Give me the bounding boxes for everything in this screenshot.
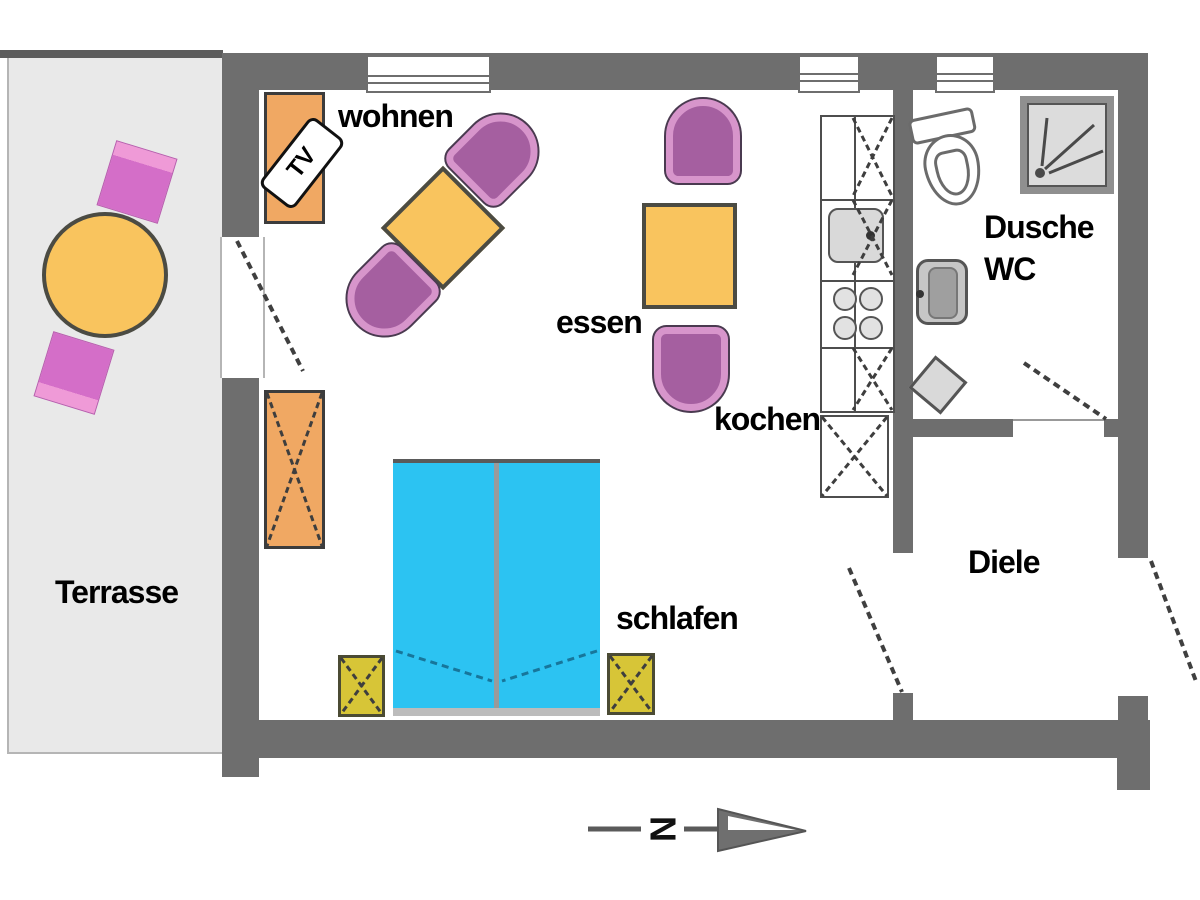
shower [1020,96,1114,194]
counter-line [822,199,893,201]
room-label-kochen: kochen [714,401,821,437]
wall-bottom-right-step [1117,758,1150,790]
room-label-diele: Diele [968,544,1040,580]
kitchen-counter [820,115,895,413]
washbasin [916,259,968,325]
north-arrow-head [717,807,807,853]
bed-right-half [499,463,600,716]
entrance-door-swing [1149,560,1199,685]
bed-divider [494,463,499,716]
wall-left-lower [222,378,259,720]
wall-bottom [222,720,1150,758]
window-glass-line [368,75,489,77]
north-arrow: N [588,807,807,853]
window-glass-line [937,80,993,82]
bathroom-door-opening [1013,419,1104,439]
wardrobe [264,390,325,549]
wall-interior-vertical [893,90,913,553]
nightstand [607,653,655,715]
bed-foot-frame [393,708,600,716]
stove-burner [859,287,883,311]
wall-bath-bottom-jamb [1104,419,1118,437]
window-glass-line [800,73,858,75]
wall-right-lower [1118,696,1148,720]
entrance-door-opening [1118,558,1148,696]
room-label-wc: WC [984,251,1036,287]
wall-left-stub [222,758,259,777]
dining-chair [666,99,740,183]
dining-table [642,203,737,309]
stove-burner [833,287,857,311]
stove-burner [859,316,883,340]
terrace-table [42,212,168,338]
wall-top [222,53,1148,90]
window-kitchen [798,55,860,93]
counter-line [854,117,856,411]
window-bath [935,55,995,93]
north-label: N [643,816,684,842]
room-label-dusche: Dusche [984,209,1095,245]
room-label-schlafen: schlafen [616,600,739,636]
bed-left-half [393,463,494,716]
wall-left-upper [222,90,259,237]
room-label-wohnen: wohnen [338,98,454,134]
tv-label: TV [281,142,322,184]
stove-burner [833,316,857,340]
hall-door-opening [893,553,913,693]
room-label-terrasse: Terrasse [55,574,179,610]
window-glass-line [937,73,993,75]
toilet [905,106,996,219]
window-glass-line [800,80,858,82]
terrace-top-edge [0,50,223,58]
nightstand [338,655,385,717]
sink-drain [866,231,875,240]
dining-chair [654,327,728,411]
wall-right-upper [1118,90,1148,558]
kitchen-cabinet [820,415,889,498]
room-label-essen: essen [556,304,643,340]
shower-pan [1027,103,1107,187]
bath-stool [908,355,968,415]
wall-interior-vertical-stub [893,693,913,720]
counter-line [822,280,893,282]
kitchen-sink [828,208,884,263]
window-living [366,55,491,93]
wall-bath-bottom [893,419,1013,437]
window-glass-line [368,82,489,84]
washbasin-tap [916,290,924,298]
washbasin-bowl [928,267,958,319]
terrace-door-opening [220,237,265,378]
bathroom-door-swing [1022,361,1108,421]
counter-line [822,347,893,349]
